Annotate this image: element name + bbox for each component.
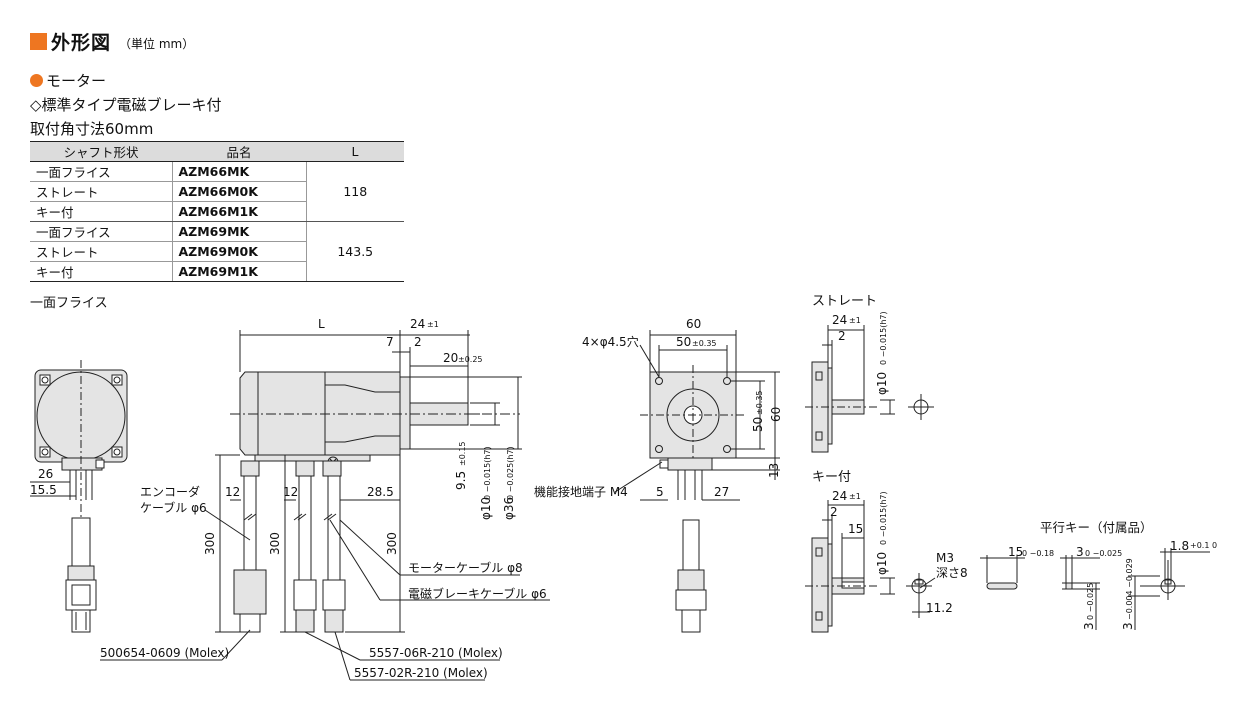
- dim-24-key-tol: ±1: [849, 492, 861, 501]
- front-view: [614, 330, 780, 633]
- dim-L: L: [318, 317, 325, 331]
- dim-phi10-key: φ10: [875, 552, 889, 575]
- dim-5: 5: [656, 485, 664, 499]
- dim-24-key: 24: [832, 489, 847, 503]
- dim-300-c: 300: [385, 532, 399, 555]
- holes-label: 4×φ4.5穴: [582, 334, 639, 349]
- connector-3-label: 5557-02R-210 (Molex): [354, 666, 488, 680]
- straight-shaft-view: [805, 325, 934, 453]
- unit-label: （単位 mm）: [119, 37, 195, 51]
- rear-end-view: [30, 360, 128, 633]
- dim-15-5: 15.5: [30, 483, 57, 497]
- dim-9-5-tol: ±0.15: [458, 441, 467, 466]
- dim-24-straight-tol: ±1: [849, 316, 861, 325]
- dim-300-b: 300: [268, 532, 282, 555]
- dim-depth8: 深さ8: [936, 566, 968, 580]
- dim-phi10-tol: 0 −0.015(h7): [483, 446, 492, 500]
- dim-28-5: 28.5: [367, 485, 394, 499]
- mount-heading: 取付角寸法60mm: [30, 120, 154, 138]
- dim-24-straight: 24: [832, 313, 847, 327]
- brake-cable-label: 電磁ブレーキケーブル φ6: [408, 586, 547, 601]
- callout-labels: 4×φ4.5穴 エンコーダ ケーブル φ6 モーターケーブル φ8 電磁ブレーキ…: [100, 334, 639, 680]
- dim-key-3: 3: [1076, 545, 1084, 559]
- page-header: 外形図 （単位 mm）: [30, 28, 194, 55]
- dim-key-v3a-tol: 0 −0.025: [1086, 583, 1095, 620]
- encoder-cable-label: ケーブル φ6: [140, 500, 207, 515]
- dim-13: 13: [767, 463, 781, 478]
- dim-50-h: 50: [676, 335, 691, 349]
- straight-view-label: ストレート: [812, 294, 878, 309]
- motor-cable-label: モーターケーブル φ8: [408, 560, 523, 575]
- key-shaft-view: [805, 500, 936, 633]
- dim-27: 27: [714, 485, 729, 499]
- dim-key-v3a: 3: [1082, 622, 1096, 630]
- dim-m3: M3: [936, 551, 954, 565]
- dim-key-1-8-tol: +0.1 0: [1190, 541, 1217, 550]
- side-view: [100, 330, 550, 681]
- key-view-label: キー付: [812, 470, 852, 485]
- header-name: 品名: [172, 141, 306, 162]
- dim-key-1-8: 1.8: [1170, 539, 1189, 553]
- header-L: L: [306, 141, 404, 162]
- dim-60-v: 60: [769, 407, 783, 422]
- dim-phi10-key-tol: 0 −0.015(h7): [879, 491, 888, 545]
- dim-20: 20: [443, 351, 458, 365]
- parallel-key-label: 平行キー（付属品）: [1040, 520, 1153, 535]
- dim-key-15-tol: 0 −0.18: [1022, 549, 1054, 558]
- dim-50-v-tol: ±0.35: [755, 390, 764, 415]
- dim-20-tol: ±0.25: [458, 355, 483, 364]
- ground-terminal-label: 機能接地端子 M4: [534, 484, 628, 499]
- table-header-row: シャフト形状 品名 L: [30, 141, 404, 162]
- orange-dot-icon: [30, 74, 43, 87]
- dim-60-h: 60: [686, 317, 701, 331]
- orange-square-icon: [30, 33, 47, 50]
- dim-phi10: φ10: [479, 497, 493, 520]
- dim-50-v: 50: [751, 417, 765, 432]
- dimension-labels: L 24 ±1 7 2 20 ±0.25 26 15.5 12 12 28.5 …: [30, 311, 1217, 630]
- dim-key-v3b-tol: −0.004 −0.029: [1125, 558, 1134, 620]
- dim-phi10-straight-tol: 0 −0.015(h7): [879, 311, 888, 365]
- type-heading: ◇標準タイプ電磁ブレーキ付: [30, 96, 222, 114]
- dim-phi36-tol: 0 −0.025(h7): [506, 446, 515, 500]
- dim-7: 7: [386, 335, 394, 349]
- L-value-66: 118: [305, 161, 404, 222]
- dim-300-a: 300: [203, 532, 217, 555]
- dim-2-key: 2: [830, 505, 838, 519]
- dim-2: 2: [414, 335, 422, 349]
- flat-view-label: 一面フライス: [30, 296, 108, 311]
- connector-1-label: 500654-0609 (Molex): [100, 646, 229, 660]
- connector-2-label: 5557-06R-210 (Molex): [369, 646, 503, 660]
- dim-12-b: 12: [283, 485, 298, 499]
- dim-phi36: φ36: [502, 497, 516, 520]
- header-shape: シャフト形状: [30, 141, 172, 162]
- L-value-69: 143.5: [305, 221, 404, 282]
- dim-key-v3b: 3: [1121, 622, 1135, 630]
- dim-key-15: 15: [1008, 545, 1023, 559]
- dim-key-3-tol: 0 −0.025: [1085, 549, 1122, 558]
- parallel-key-view: [980, 548, 1210, 630]
- dim-9-5: 9.5: [454, 471, 468, 490]
- page-title: 外形図: [51, 32, 112, 54]
- dim-24-tol: ±1: [427, 320, 439, 329]
- dim-15-key: 15: [848, 522, 863, 536]
- dim-12-a: 12: [225, 485, 240, 499]
- dim-24: 24: [410, 317, 425, 331]
- dim-26: 26: [38, 467, 53, 481]
- dim-phi10-straight: φ10: [875, 372, 889, 395]
- encoder-label: エンコーダ: [140, 484, 200, 499]
- dim-2-straight: 2: [838, 329, 846, 343]
- dim-50-h-tol: ±0.35: [692, 339, 717, 348]
- dim-11-2: 11.2: [926, 601, 953, 615]
- motor-heading: モーター: [30, 70, 106, 91]
